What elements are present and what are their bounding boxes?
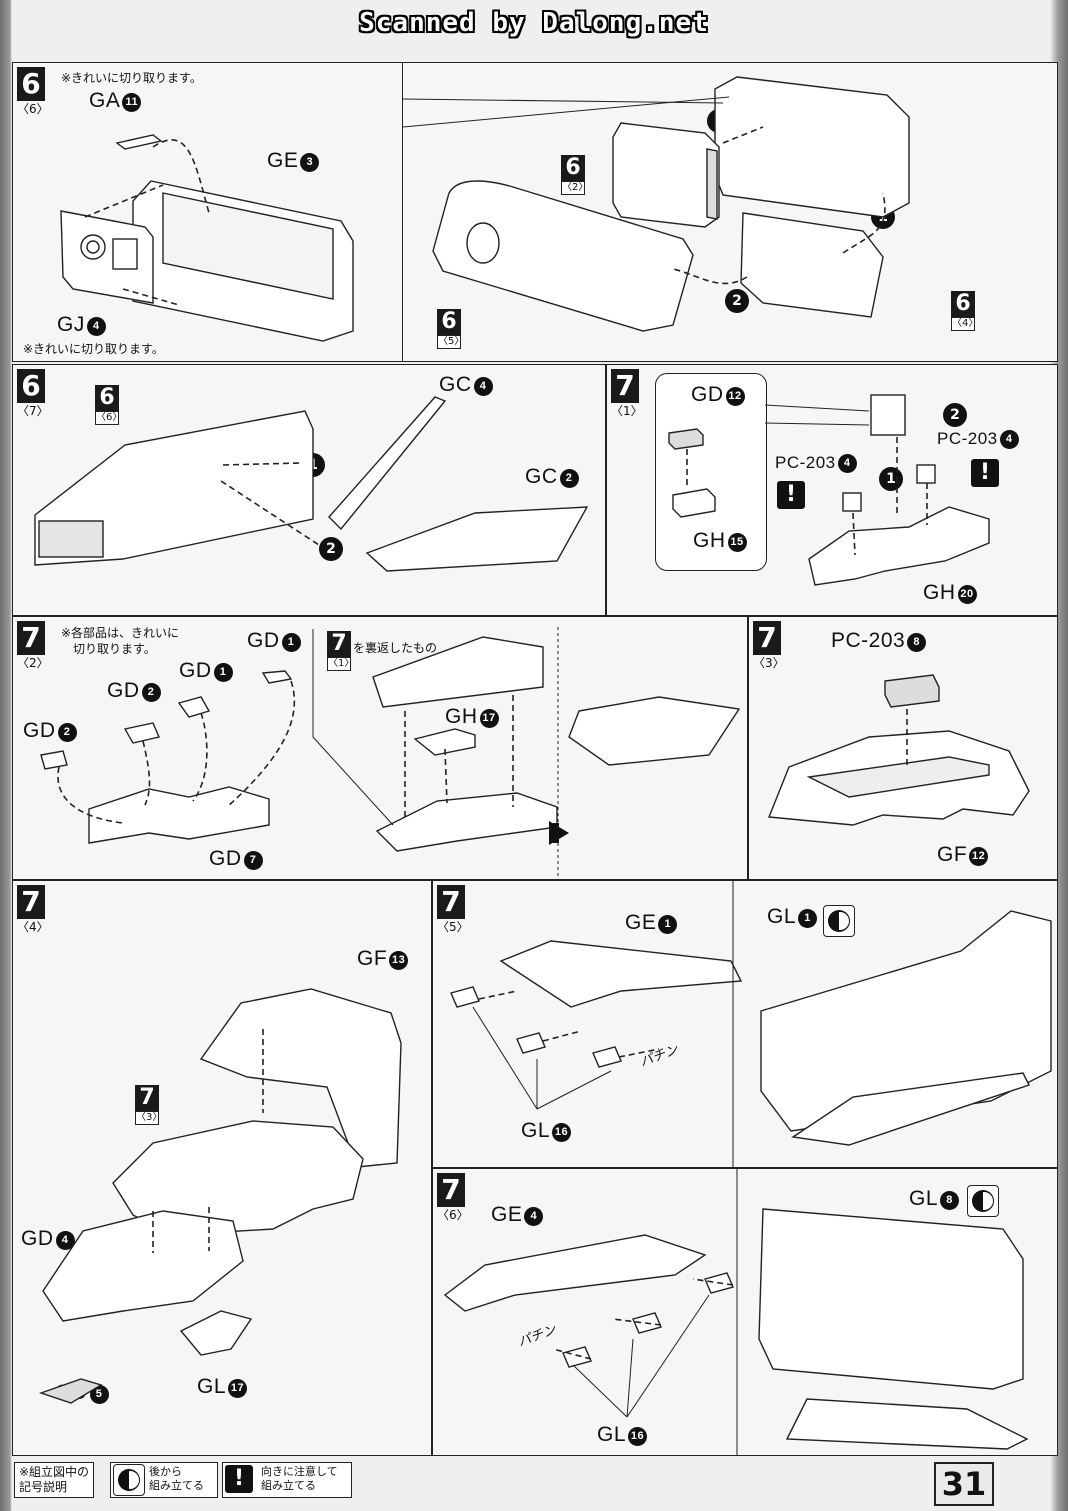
clean-cut-note-bottom: ※きれいに切り取ります。 [23,342,164,356]
orientation-warning-icon: ! [971,459,999,487]
order-badge-2: 2 [725,289,749,313]
ref-step-6-4: 6〈4〉 [951,291,979,331]
orientation-warning-icon: ! [225,1465,253,1493]
legend-orientation: ! 向きに注意して組み立てる [222,1462,352,1498]
assembly-illustration [60,134,354,342]
order-badge-2: 2 [943,403,967,427]
assembly-illustration [34,396,589,572]
step-badge: 7〈4〉 [17,885,49,934]
step-badge: 6〈6〉 [17,67,49,116]
step-badge: 7〈1〉 [611,369,643,418]
clean-cut-note: ※きれいに切り取ります。 [61,71,202,85]
detail-callout-box [655,373,767,571]
build-later-icon [823,905,855,941]
ref-step-7-1: 7〈1〉 [327,631,355,671]
panel-step-6-combine: 6〈2〉 6〈4〉 6〈5〉 1 1 2 [402,62,1058,362]
build-later-icon [967,1185,999,1221]
legend-title: ※組立図中の記号説明 [14,1462,95,1498]
assembly-illustration [450,881,1052,1167]
build-later-icon [113,1464,145,1496]
each-part-note: ※各部品は、きれいに切り取ります。 [61,626,180,656]
assembly-illustration [443,1169,1029,1455]
step-badge: 7〈6〉 [437,1173,469,1222]
ref-step-7-3: 7〈3〉 [135,1085,163,1125]
assembly-illustration [768,674,1030,826]
assembly-illustration [40,627,741,879]
flipped-note: を裏返したもの [353,641,438,655]
order-badge-2: 2 [319,537,343,561]
legend-build-later: 後から組み立てる [110,1462,218,1498]
ref-step-6-5: 6〈5〉 [437,309,465,349]
ref-step-6-6: 6〈6〉 [95,385,123,425]
symbol-legend: ※組立図中の記号説明 後から組み立てる ! 向きに注意して組み立てる [0,1456,1068,1511]
assembly-illustration [38,988,402,1404]
assembly-illustration [403,76,910,332]
step-badge: 7〈2〉 [17,621,49,670]
panel-step-6-7: 6〈7〉 6〈6〉 GC4 GC2 1 2 [12,364,606,616]
scanned-by-header: Scanned by Dalong.net [359,8,709,38]
page-number: 31 [934,1462,994,1506]
step-badge: 7〈5〉 [437,885,469,934]
orientation-warning-icon: ! [777,481,805,509]
assembly-illustration [668,394,990,586]
ref-step-6-2: 6〈2〉 [561,155,589,195]
step-badge: 7〈3〉 [753,621,785,670]
order-badge-1: 1 [879,467,903,491]
step-badge: 6〈7〉 [17,369,49,418]
